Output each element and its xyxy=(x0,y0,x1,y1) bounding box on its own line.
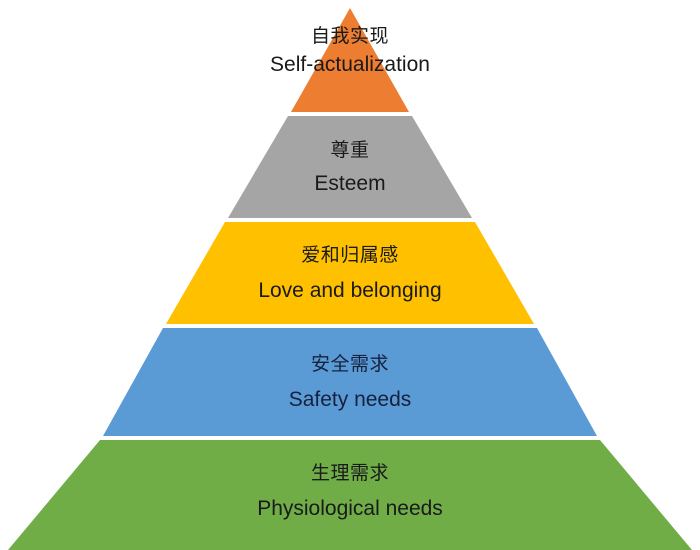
tier-shape-safety-needs xyxy=(103,328,597,436)
tier-shape-love-and-belonging xyxy=(166,222,534,324)
tier-shape-self-actualization xyxy=(291,8,409,112)
tier-shape-physiological-needs xyxy=(8,440,692,550)
maslow-pyramid-diagram: 自我实现 Self-actualization 尊重 Esteem 爱和归属感 … xyxy=(8,8,692,550)
tier-shape-esteem xyxy=(228,116,472,218)
